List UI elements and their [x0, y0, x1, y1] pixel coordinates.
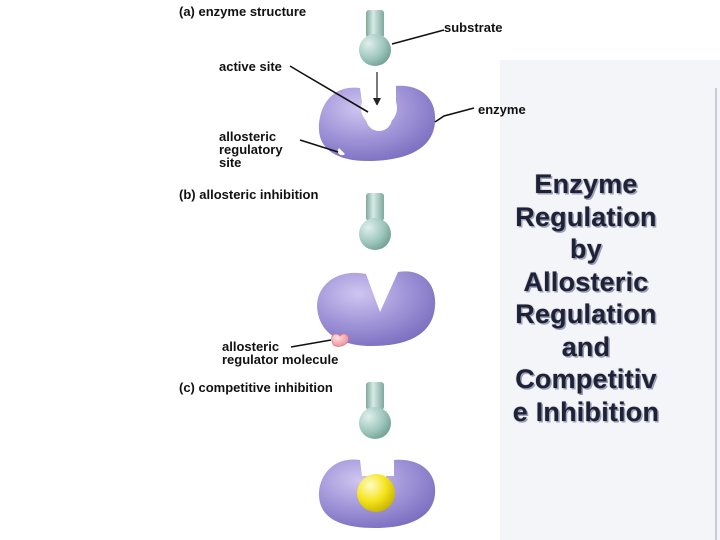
- substrate-molecule-b: [359, 193, 391, 250]
- allosteric-regulator-molecule: [331, 333, 349, 347]
- arrow-a: [373, 72, 381, 106]
- slide-edge-line: [715, 88, 717, 540]
- pointer-lines-a: [289, 29, 475, 153]
- allosteric-site-line-1: allosteric: [219, 129, 276, 144]
- regulator-line-2: regulator molecule: [222, 352, 338, 367]
- regulator-line-1: allosteric: [222, 339, 279, 354]
- allosteric-site-label: allosteric regulatory site: [219, 129, 286, 170]
- substrate-molecule-a: [359, 10, 391, 66]
- section-b-letter: (b): [179, 187, 196, 202]
- active-site-channel: [368, 460, 386, 478]
- section-b-title: (b) allosteric inhibition: [179, 187, 379, 202]
- slide-title-line-4: Allosteric: [523, 266, 649, 297]
- pointer-lines-b: [290, 339, 332, 348]
- active-site-label: active site: [219, 59, 282, 74]
- section-a-letter: (a): [179, 4, 195, 19]
- section-c-title: (c) competitive inhibition: [179, 380, 379, 395]
- competitive-inhibitor-molecule: [357, 474, 395, 512]
- slide-title-line-6: and: [561, 331, 611, 362]
- slide-title: Enzyme Regulation by Allosteric Regulati…: [492, 168, 680, 428]
- slide-title-line-7: Competitiv: [515, 364, 657, 394]
- allosteric-site-notch: [337, 148, 345, 156]
- enzyme-b: [317, 271, 436, 346]
- substrate-label: substrate: [444, 20, 503, 35]
- allosteric-site-line-3: site: [219, 155, 241, 170]
- slide-title-line-3: by: [570, 234, 602, 264]
- section-a-title: (a) enzyme structure: [179, 4, 379, 19]
- allosteric-site-line-2: regulatory: [219, 142, 283, 157]
- slide-background-strip: [500, 60, 720, 540]
- section-c-letter: (c): [179, 380, 195, 395]
- slide-title-line-2: Regulation: [515, 201, 657, 232]
- active-site-cavity: [366, 105, 392, 131]
- slide-title-line-5: Regulation: [515, 299, 657, 329]
- section-b-text: allosteric inhibition: [199, 187, 319, 202]
- enzyme-a: [318, 85, 436, 162]
- slide-title-line-1: Enzyme: [534, 169, 638, 199]
- slide-title-line-8: e Inhibition: [512, 396, 660, 427]
- section-a-text: enzyme structure: [198, 4, 307, 19]
- section-c-text: competitive inhibition: [198, 380, 333, 395]
- enzyme-label: enzyme: [478, 102, 526, 117]
- substrate-molecule-c: [359, 382, 391, 439]
- regulator-molecule-label: allosteric regulator molecule: [222, 339, 338, 367]
